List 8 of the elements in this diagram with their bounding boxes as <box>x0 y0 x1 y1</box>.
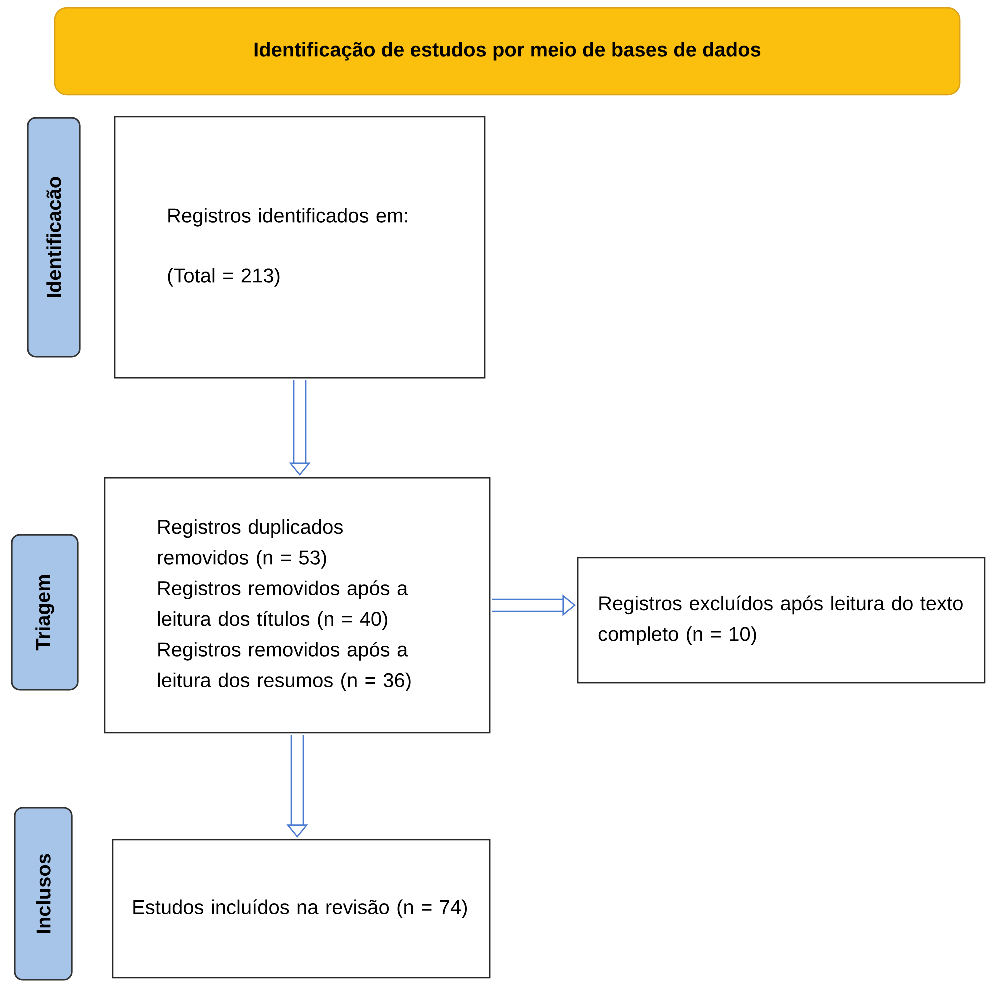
stage-label: Triagem <box>11 534 79 691</box>
process-box: Registros duplicados removidos (n = 53) Registros removidos após a leitura dos títulos (n = 40) Registros removidos após a leitura dos resumos (n = 36) <box>104 477 491 734</box>
process-box: Registros excluídos após leitura do texto completo (n = 10) <box>577 557 986 684</box>
process-box: Estudos incluídos na revisão (n = 74) <box>112 839 491 979</box>
stage-label: Identificacão <box>27 117 81 358</box>
process-box: Registros identificados em: (Total = 213) <box>114 116 486 379</box>
stage-label: Inclusos <box>14 807 73 981</box>
title-banner: Identificação de estudos por meio de bases de dados <box>54 7 961 96</box>
